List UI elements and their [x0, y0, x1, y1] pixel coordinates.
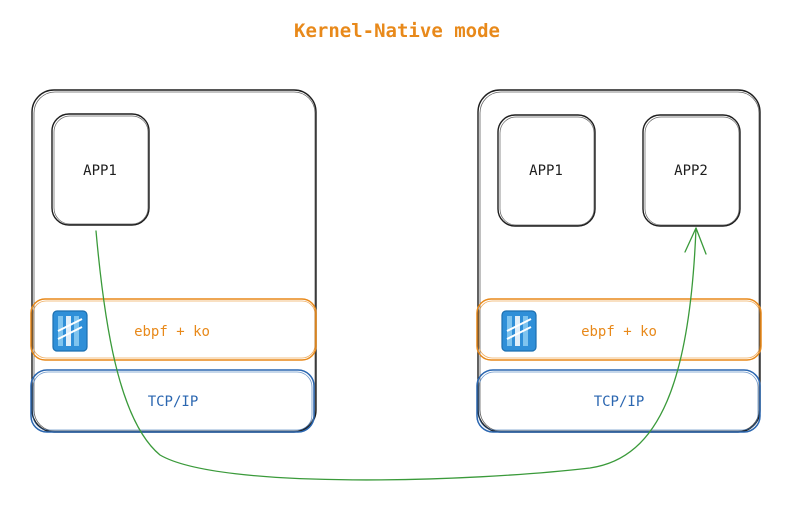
right-app2-label: APP2 [674, 163, 708, 179]
left-app1-box: APP1 [51, 113, 150, 226]
left-app1-label: APP1 [83, 163, 117, 179]
right-ebpf-label: ebpf + ko [581, 324, 657, 340]
right-ebpf-layer: ebpf + ko [476, 298, 762, 361]
right-app2-box: APP2 [642, 114, 741, 227]
right-app1-label: APP1 [529, 163, 563, 179]
left-host: APP1 ebpf + ko TCP/IP [30, 89, 317, 433]
left-ebpf-layer: ebpf + ko [30, 298, 317, 361]
data-flow-arrow [95, 227, 707, 481]
left-ebpf-label: ebpf + ko [134, 324, 210, 340]
left-tcp-layer: TCP/IP [30, 369, 315, 433]
left-tcp-label: TCP/IP [148, 394, 199, 410]
kernel-module-icon [501, 310, 537, 352]
right-host: APP1 APP2 ebpf + ko TCP/ [476, 89, 762, 433]
right-app1-box: APP1 [497, 114, 596, 227]
right-tcp-layer: TCP/IP [476, 369, 761, 433]
kernel-module-icon [52, 310, 88, 352]
diagram-title: Kernel-Native mode [294, 20, 500, 42]
right-tcp-label: TCP/IP [594, 394, 645, 410]
right-host-frame [477, 89, 761, 433]
left-host-frame [31, 89, 317, 433]
